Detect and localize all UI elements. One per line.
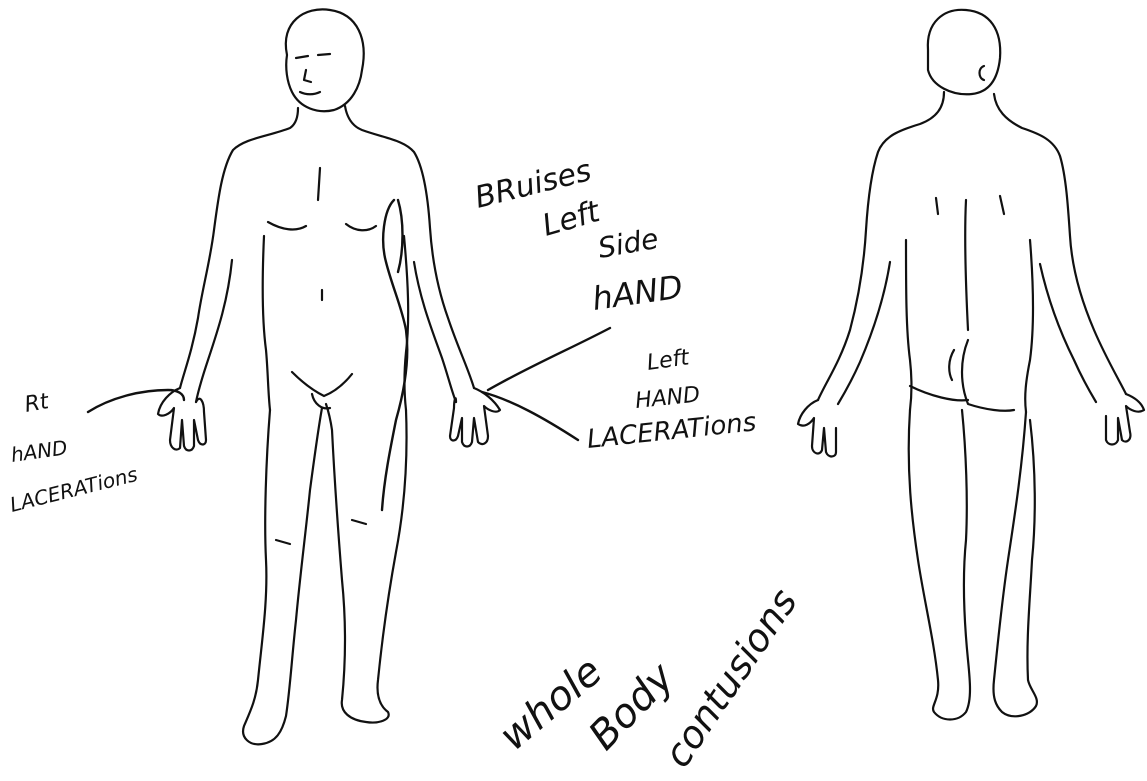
back-body-figure [798, 10, 1144, 720]
bruises-line-2: Left [539, 194, 605, 244]
front-torso-left-outline [180, 108, 298, 388]
back-spine [936, 196, 1004, 330]
back-torso-right-outline [994, 94, 1126, 394]
bruise-side-marker [382, 200, 407, 510]
whole-body-note: whole Body contusions [491, 581, 806, 775]
front-left-hand [450, 388, 500, 447]
whole-body-line-3: contusions [655, 581, 806, 775]
back-buttocks [910, 340, 1014, 411]
front-torso-right-outline [345, 106, 474, 388]
front-knee-marks [276, 520, 366, 544]
front-body-figure [158, 9, 500, 744]
bruises-leader-line [488, 328, 610, 390]
bruises-line-3: Side [595, 222, 660, 265]
front-chest [268, 168, 376, 300]
bruise-side-marker-top [398, 200, 403, 272]
bruises-line-4: hAND [590, 268, 685, 318]
front-groin [292, 372, 352, 408]
back-ear [980, 66, 985, 80]
left-hand-leader-line [482, 392, 578, 440]
front-left-inner-arm [196, 260, 232, 402]
back-head [928, 10, 1000, 94]
back-torso-left-outline [818, 92, 944, 400]
left-hand-note: Left HAND LACERATions [586, 345, 758, 455]
left-hand-line-1: Left [645, 345, 692, 376]
front-right-inner-arm [414, 262, 456, 402]
left-hand-line-2: HAND [634, 382, 701, 414]
right-hand-note: Rt hAND LACERATions [7, 389, 140, 517]
left-hand-line-3: LACERATions [586, 407, 758, 455]
front-right-hand [158, 388, 206, 451]
right-hand-line-3: LACERATions [7, 462, 140, 517]
right-hand-line-2: hAND [9, 435, 69, 467]
bruises-note: BRuises Left Side hAND [471, 153, 685, 318]
whole-body-line-1: whole [491, 648, 611, 759]
front-head [286, 9, 364, 111]
right-hand-line-1: Rt [23, 389, 52, 418]
front-face [296, 54, 330, 94]
front-left-leg [243, 408, 322, 744]
back-legs [909, 410, 1037, 720]
back-hands [798, 394, 1144, 457]
back-torso-sides [906, 240, 1033, 412]
front-right-leg [326, 404, 407, 723]
